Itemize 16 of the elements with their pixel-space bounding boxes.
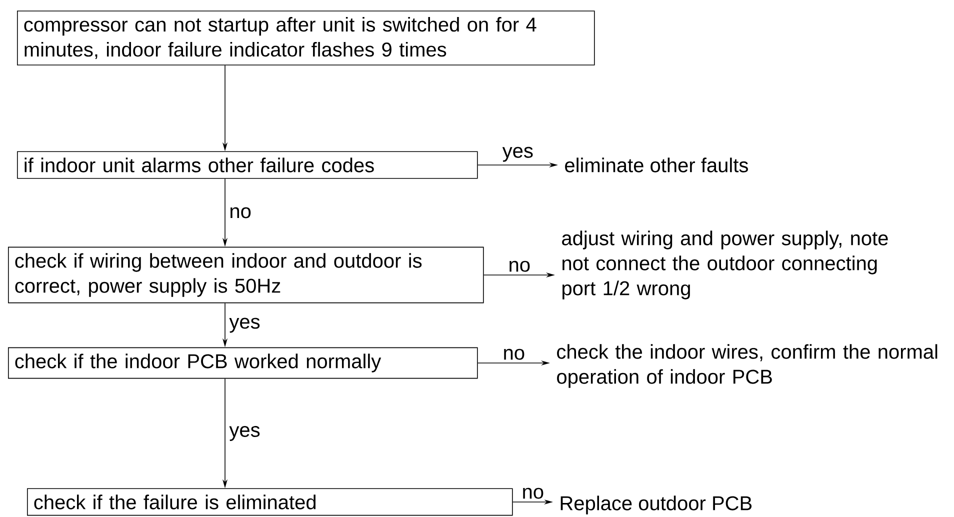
edge-label: yes <box>228 316 262 334</box>
process-box: compressor can not startup after unit is switched on for 4 minutes, indoor failure indicator flashes 9 times <box>17 10 595 66</box>
edge-label: yes <box>228 425 262 442</box>
process-box: if indoor unit alarms other failure codes <box>17 151 478 179</box>
edge-label: no <box>228 206 252 220</box>
edge-label: yes <box>501 146 534 163</box>
result-text: Replace outdoor PCB <box>560 496 752 514</box>
result-text: check the indoor wires, confirm the normal operation of indoor PCB <box>557 344 938 388</box>
process-box: check if wiring between indoor and outdoor is correct, power supply is 50Hz <box>8 246 484 304</box>
result-text: eliminate other faults <box>565 158 748 172</box>
edge-label: no <box>520 486 546 500</box>
edge-label: no <box>507 260 532 273</box>
result-text: adjust wiring and power supply, note not connect the outdoor connecting port 1/2 wrong <box>562 230 888 300</box>
edge-label: no <box>502 348 526 361</box>
process-box: check if the indoor PCB worked normally <box>8 347 478 379</box>
process-box: check if the failure is eliminated <box>27 488 513 516</box>
